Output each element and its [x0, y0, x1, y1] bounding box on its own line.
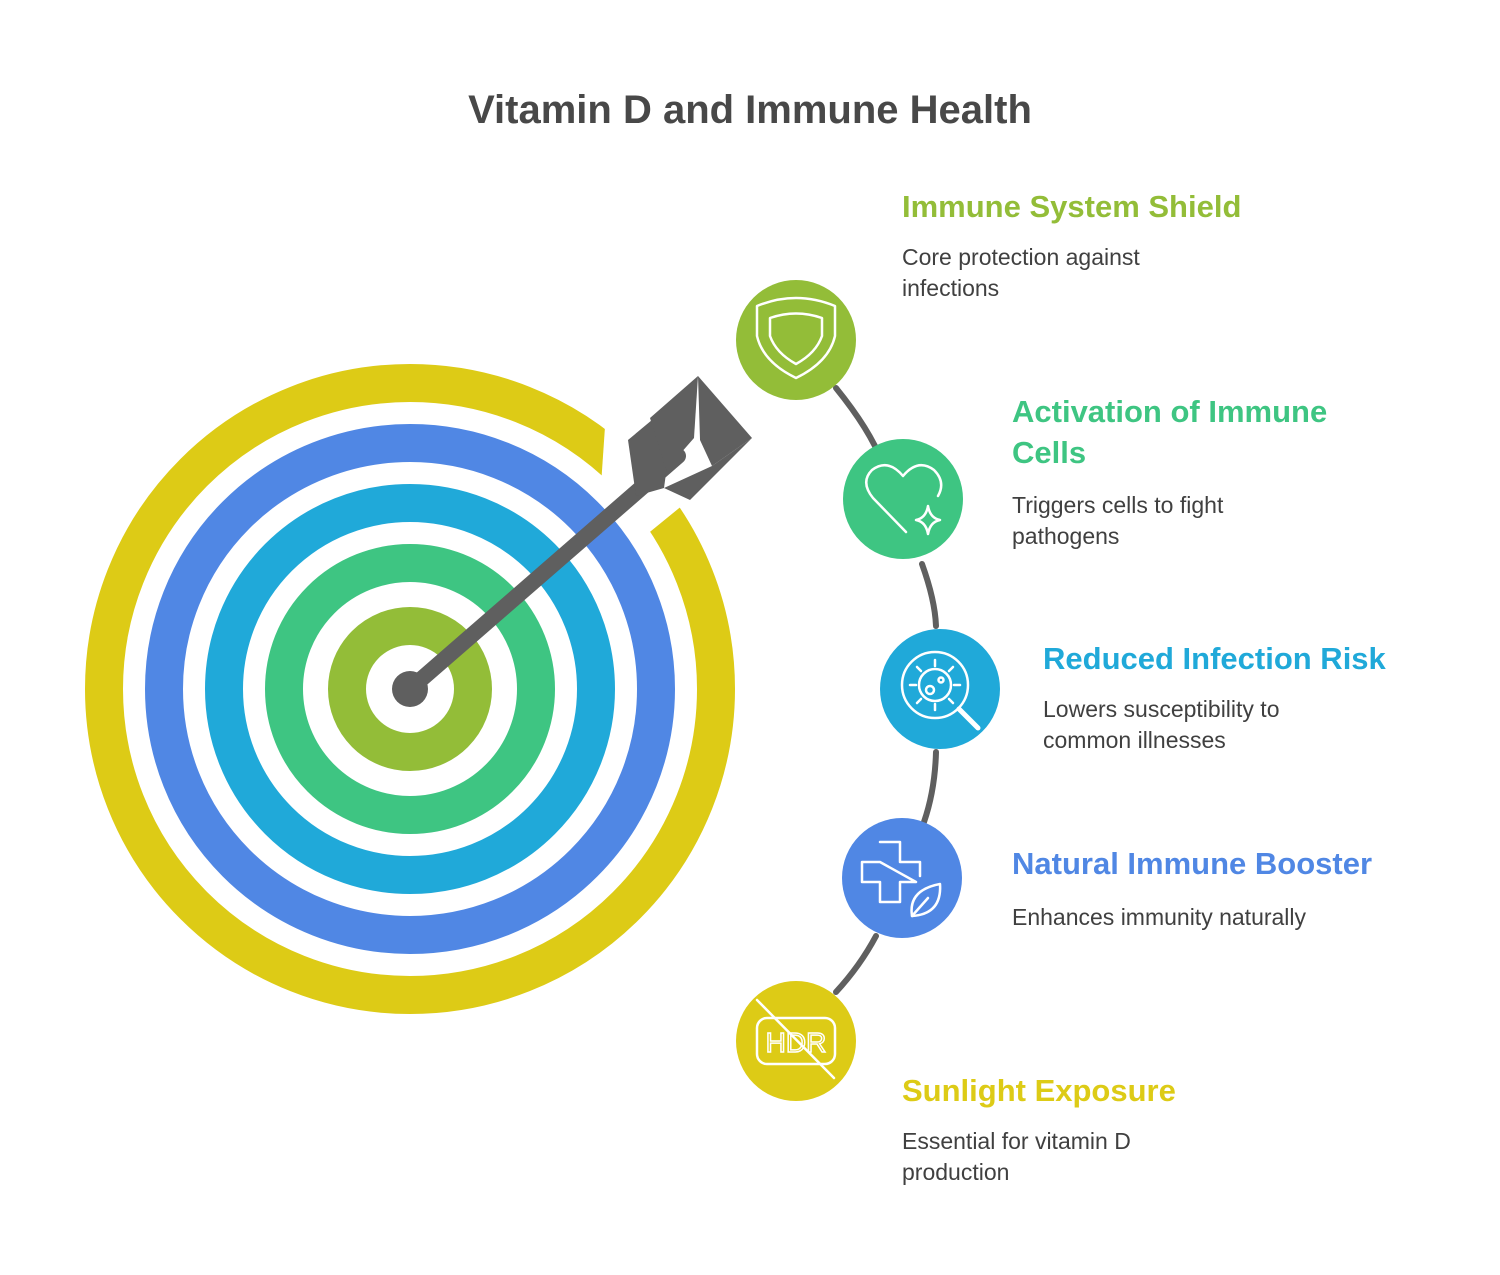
- item-title: Reduced Infection Risk: [1043, 641, 1386, 676]
- item-activation-of-immune-cells: Activation of Immune Cells Triggers cell…: [1012, 391, 1372, 552]
- item-reduced-infection-risk: Reduced Infection Risk Lowers susceptibi…: [1043, 638, 1423, 756]
- item-natural-immune-booster: Natural Immune Booster Enhances immunity…: [1012, 843, 1372, 933]
- item-title: Natural Immune Booster: [1012, 846, 1373, 881]
- arrow-shaft: [402, 448, 686, 697]
- node-immune-system-shield: [736, 280, 856, 400]
- connector-arc: [833, 385, 939, 995]
- item-immune-system-shield: Immune System Shield Core protection aga…: [902, 186, 1282, 304]
- hdr-icon-text: HDR: [766, 1027, 827, 1058]
- target-ring-4: [265, 544, 555, 834]
- item-description: Triggers cells to fight pathogens: [1012, 492, 1224, 549]
- arrow-fletching-4: [664, 438, 752, 500]
- node-circle: [880, 629, 1000, 749]
- node-natural-immune-booster: [842, 818, 962, 938]
- item-description: Lowers susceptibility to common illnesse…: [1043, 696, 1280, 753]
- node-sunlight-exposure: HDR: [736, 981, 856, 1101]
- target: [85, 364, 735, 1014]
- node-activation-of-immune-cells: [843, 439, 963, 559]
- target-ring-outer: [85, 364, 735, 1014]
- item-description: Enhances immunity naturally: [1012, 904, 1307, 930]
- target-ring-inner: [328, 607, 492, 771]
- node-circle: [843, 439, 963, 559]
- target-ring-3: [205, 484, 615, 894]
- node-reduced-infection-risk: [880, 629, 1000, 749]
- heart-sparkle-icon: [865, 463, 943, 536]
- node-circle: [736, 280, 856, 400]
- item-description: Essential for vitamin D production: [902, 1128, 1131, 1185]
- target-ring-2: [145, 424, 675, 954]
- arrow-tip: [392, 671, 428, 707]
- item-sunlight-exposure: Sunlight Exposure Essential for vitamin …: [902, 1070, 1282, 1188]
- arrow-fletching-2: [650, 376, 698, 470]
- item-title: Sunlight Exposure: [902, 1073, 1176, 1108]
- virus-magnifier-icon: [900, 650, 981, 731]
- page-title: Vitamin D and Immune Health: [468, 88, 1032, 132]
- arrow-fletching-3: [698, 376, 752, 466]
- shield-icon: [755, 296, 837, 380]
- item-title: Immune System Shield: [902, 189, 1242, 224]
- item-title: Activation of Immune Cells: [1012, 394, 1328, 470]
- arrow: [392, 376, 752, 707]
- item-description: Core protection against infections: [902, 244, 1140, 301]
- hdr-off-icon: [755, 998, 837, 1080]
- medical-cross-leaf-icon: [860, 840, 942, 918]
- node-circle: [842, 818, 962, 938]
